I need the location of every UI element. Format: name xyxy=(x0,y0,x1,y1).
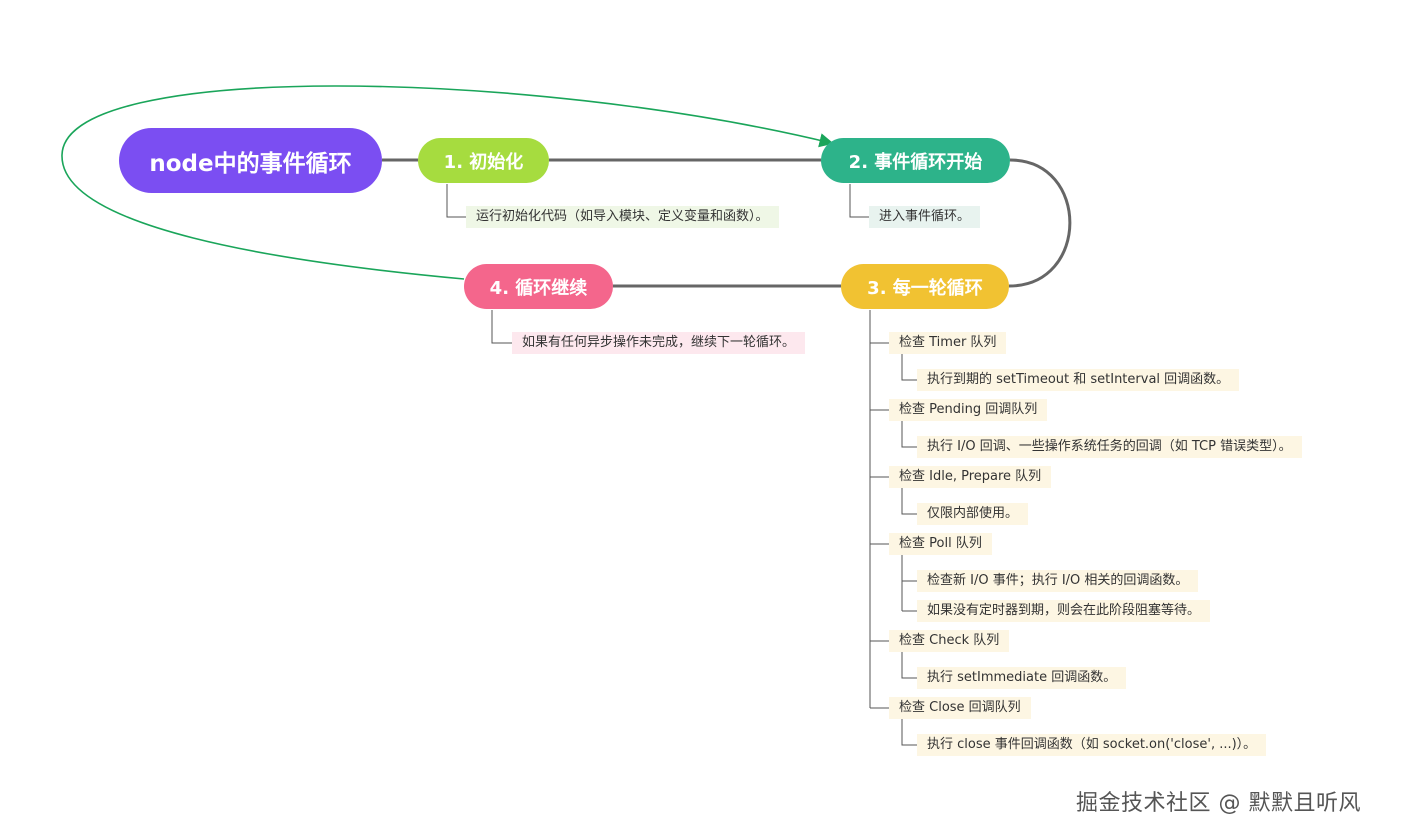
connector-step1-note xyxy=(446,184,466,218)
phase-poll-detail-1: 检查新 I/O 事件；执行 I/O 相关的回调函数。 xyxy=(917,570,1199,592)
connector-phase-pending-detail xyxy=(901,421,917,448)
phase-close-detail: 执行 close 事件回调函数（如 socket.on('close', ...… xyxy=(917,734,1267,756)
watermark: 掘金技术社区 @ 默默且听风 xyxy=(1076,791,1361,816)
loop-arrow xyxy=(61,85,834,280)
phase-check-detail: 执行 setImmediate 回调函数。 xyxy=(917,667,1127,689)
phase-poll-detail-2: 如果没有定时器到期，则会在此阶段阻塞等待。 xyxy=(917,600,1211,622)
step-init-node[interactable]: 1. 初始化 xyxy=(418,138,549,183)
root-node[interactable]: node中的事件循环 xyxy=(119,128,382,193)
step-continue-node[interactable]: 4. 循环继续 xyxy=(464,264,613,309)
step-loop-start-note: 进入事件循环。 xyxy=(869,206,981,228)
connector-step4-note xyxy=(491,310,512,344)
phase-pending-detail: 执行 I/O 回调、一些操作系统任务的回调（如 TCP 错误类型）。 xyxy=(917,436,1302,458)
step-each-round-node[interactable]: 3. 每一轮循环 xyxy=(841,264,1009,309)
phase-check-title: 检查 Check 队列 xyxy=(889,630,1010,652)
connector-phase-check-detail xyxy=(901,652,917,679)
connector-phase-idle-detail xyxy=(901,488,917,515)
phase-poll-title: 检查 Poll 队列 xyxy=(889,533,992,555)
phase-idle-title: 检查 Idle, Prepare 队列 xyxy=(889,466,1052,488)
connector-step2-step3 xyxy=(1008,158,1072,288)
phase-pending-title: 检查 Pending 回调队列 xyxy=(889,399,1048,421)
phase-timer-title: 检查 Timer 队列 xyxy=(889,332,1007,354)
connector-phase-timer-detail xyxy=(901,354,917,381)
connector-step2-note xyxy=(849,184,869,218)
phase-timer-detail: 执行到期的 setTimeout 和 setInterval 回调函数。 xyxy=(917,369,1240,391)
step-loop-start-node[interactable]: 2. 事件循环开始 xyxy=(821,138,1010,183)
phase-idle-detail: 仅限内部使用。 xyxy=(917,503,1029,525)
step-init-note: 运行初始化代码（如导入模块、定义变量和函数）。 xyxy=(466,206,779,228)
phase-close-title: 检查 Close 回调队列 xyxy=(889,697,1031,719)
connector-phase-close-detail xyxy=(901,719,917,746)
connector-phase-poll-detail xyxy=(901,555,917,612)
step-continue-note: 如果有任何异步操作未完成，继续下一轮循环。 xyxy=(512,332,806,354)
